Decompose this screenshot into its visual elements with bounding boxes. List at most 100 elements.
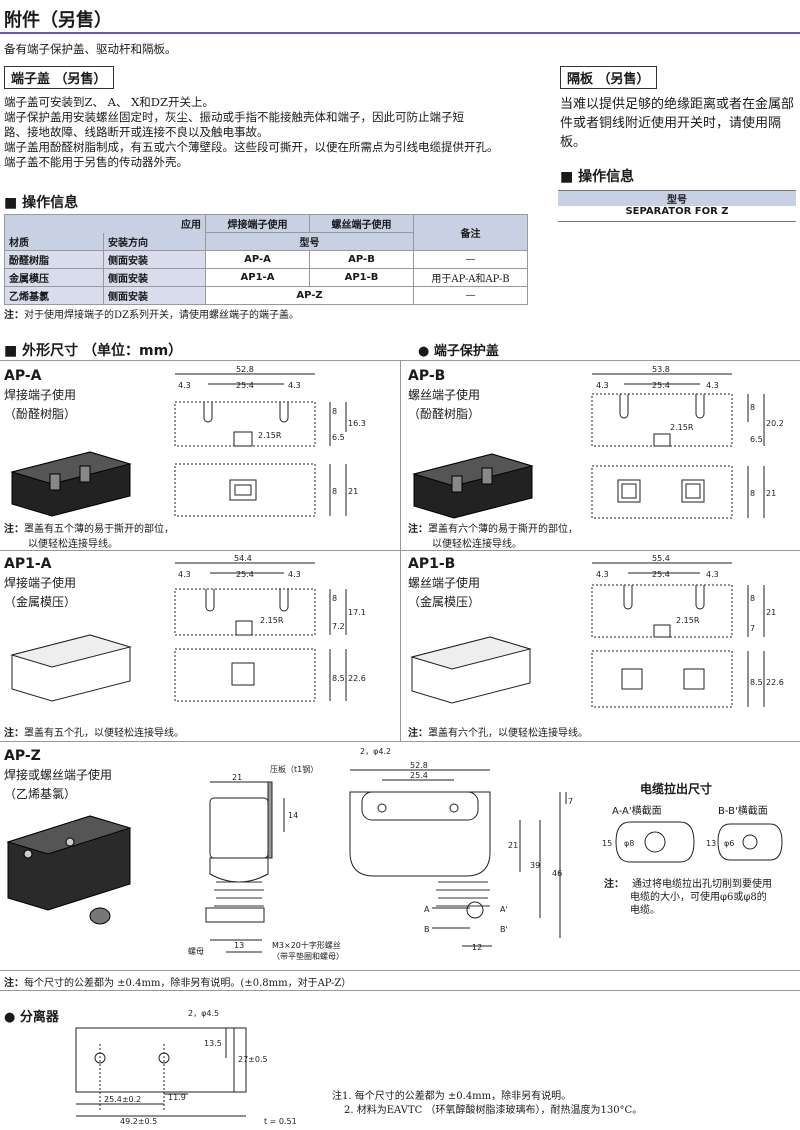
svg-text:4.3: 4.3	[178, 381, 191, 390]
svg-text:14: 14	[288, 811, 298, 820]
svg-text:螺母: 螺母	[188, 946, 204, 956]
separator-drawing-label: ● 分离器	[4, 1010, 59, 1025]
svg-text:8: 8	[750, 489, 755, 498]
th-apply: 应用	[4, 214, 206, 233]
cell-solder: AP1-A	[205, 268, 310, 287]
ap1-b-desc: 螺丝端子使用（金属模压）	[408, 576, 481, 609]
cell-material: 乙烯基氯	[4, 286, 104, 305]
divider	[400, 361, 401, 741]
sep-note-1: 注1. 每个尺寸的公差都为 ±0.4mm，除非另有说明。	[332, 1091, 572, 1102]
svg-text:11.9: 11.9	[168, 1093, 186, 1102]
model-ap-z: AP-Z	[4, 748, 41, 764]
svg-text:15: 15	[602, 839, 612, 848]
divider	[0, 360, 800, 361]
model-ap-a: AP-A	[4, 368, 42, 384]
svg-text:52.8: 52.8	[410, 761, 428, 770]
svg-text:20.2: 20.2	[766, 419, 784, 428]
th-solder: 焊接端子使用	[205, 214, 310, 233]
svg-text:21: 21	[766, 608, 776, 617]
svg-text:16.3: 16.3	[348, 419, 366, 428]
cell-screw: AP1-B	[309, 268, 414, 287]
svg-text:25.4±0.2: 25.4±0.2	[104, 1095, 141, 1104]
table-row: 乙烯基氯 侧面安装 AP-Z —	[4, 286, 528, 305]
sep-line-1: 当难以提供足够的绝缘距离或者在金属部	[560, 97, 795, 112]
svg-text:22.6: 22.6	[348, 674, 366, 683]
svg-text:7: 7	[750, 624, 755, 633]
sep-model-value: SEPARATOR FOR Z	[558, 206, 796, 222]
svg-text:25.4: 25.4	[236, 381, 254, 390]
ap-b-desc: 螺丝端子使用（酚醛树脂）	[408, 388, 481, 421]
svg-text:17.1: 17.1	[348, 608, 366, 617]
divider	[0, 990, 800, 991]
cell-solder: AP-A	[205, 250, 310, 269]
th-screw: 螺丝端子使用	[309, 214, 414, 233]
svg-text:21: 21	[508, 841, 518, 850]
svg-text:4.3: 4.3	[288, 381, 301, 390]
svg-text:25.4: 25.4	[652, 381, 670, 390]
cell-material: 金属模压	[4, 268, 104, 287]
divider	[0, 550, 800, 551]
svg-text:t = 0.51: t = 0.51	[264, 1117, 297, 1125]
separator-drawing: 2，φ4.5 13.5 27±0.5 25.4±0.2 11.9 49.2±0.…	[75, 1009, 297, 1125]
svg-text:2.15R: 2.15R	[260, 616, 284, 625]
ap-z-drawing: 21 压板（t1钢） 14 13 螺母 M3×20十字形螺丝 （带平垫圈和螺母）…	[6, 747, 573, 961]
th-note: 备注	[413, 214, 528, 251]
svg-text:55.4: 55.4	[652, 554, 670, 563]
svg-text:4.3: 4.3	[178, 570, 191, 579]
svg-text:21: 21	[766, 489, 776, 498]
tc-line-1: 端子盖可安装到Z、 A、 X和DZ开关上。	[4, 95, 215, 109]
cell-note: 用于AP-A和AP-B	[413, 268, 528, 287]
svg-text:8: 8	[332, 407, 337, 416]
ap1-a-desc: 焊接端子使用（金属模压）	[4, 576, 77, 609]
th-material: 材质	[4, 232, 104, 251]
svg-text:4.3: 4.3	[706, 570, 719, 579]
svg-text:B: B	[424, 925, 430, 934]
tc-line-4: 端子盖用酚醛树脂制成，有五或六个薄壁段。这些段可撕开，以便在所需点为引线电缆提供…	[4, 140, 499, 154]
svg-text:压板（t1钢）: 压板（t1钢）	[270, 764, 318, 774]
sep-line-3: 板。	[560, 135, 587, 150]
tc-line-5: 端子盖不能用于另售的传动器外壳。	[4, 155, 188, 169]
sep-model-header: 型号	[558, 190, 796, 206]
table-note: 注：对于使用焊接端子的DZ系列开关，请使用螺丝端子的端子盖。	[4, 310, 299, 321]
cable-note: 注：通过将电缆拉出孔切削到要使用 电缆的大小，可使用φ6或φ8的 电缆。	[604, 879, 772, 916]
svg-text:25.4: 25.4	[652, 570, 670, 579]
cable-sections: 15 φ8 13 φ6	[602, 821, 783, 863]
ap-a-drawing: 52.8 25.4 4.3 4.3 8 16.3 6.5 2.15R 8 21	[10, 365, 366, 517]
cable-bb: B-B'横截面	[718, 806, 768, 817]
separator-text: 当难以提供足够的绝缘距离或者在金属部 件或者铜线附近使用开关时，请使用隔 板。	[560, 95, 794, 152]
svg-text:6.5: 6.5	[750, 435, 763, 444]
svg-text:25.4: 25.4	[236, 570, 254, 579]
svg-text:2.15R: 2.15R	[676, 616, 700, 625]
tc-line-2: 端子保护盖用安装螺丝固定时，灰尘、振动或手指不能接触壳体和端子，因此可防止端子短	[4, 110, 464, 124]
svg-text:A': A'	[500, 905, 508, 914]
title-underline	[0, 32, 800, 34]
spec-table: 应用 焊接端子使用 螺丝端子使用 备注 材质 安装方向 型号 酚醛树脂 侧面安装…	[4, 214, 528, 305]
svg-text:4.3: 4.3	[288, 570, 301, 579]
svg-text:46: 46	[552, 869, 562, 878]
cell-mount: 侧面安装	[103, 268, 206, 287]
sep-op-info-heading: ■ 操作信息	[560, 169, 635, 185]
model-ap1-a: AP1-A	[4, 556, 52, 572]
separator-heading: 隔板 （另售）	[560, 66, 657, 89]
cell-both: AP-Z	[205, 286, 414, 305]
svg-text:8: 8	[332, 594, 337, 603]
sep-note-2: 2. 材料为EAVTC （环氧醇酸树脂漆玻璃布），耐热温度为130°C。	[344, 1105, 643, 1116]
cell-note: —	[413, 286, 528, 305]
svg-text:25.4: 25.4	[410, 771, 428, 780]
svg-text:12: 12	[472, 943, 482, 952]
table-row: 金属模压 侧面安装 AP1-A AP1-B 用于AP-A和AP-B	[4, 268, 528, 287]
sep-line-2: 件或者铜线附近使用开关时，请使用隔	[560, 116, 782, 131]
divider	[0, 741, 800, 742]
svg-text:6.5: 6.5	[332, 433, 345, 442]
protect-cover-label: ● 端子保护盖	[418, 344, 499, 359]
cover-sketch	[10, 451, 132, 517]
cell-mount: 侧面安装	[103, 286, 206, 305]
svg-text:A: A	[424, 905, 430, 914]
svg-text:13.5: 13.5	[204, 1039, 222, 1048]
cell-mount: 侧面安装	[103, 250, 206, 269]
table-row: 酚醛树脂 侧面安装 AP-A AP-B —	[4, 250, 528, 269]
svg-text:39: 39	[530, 861, 540, 870]
svg-text:8: 8	[332, 487, 337, 496]
svg-text:4.3: 4.3	[596, 381, 609, 390]
tolerance-note: 注：每个尺寸的公差都为 ±0.4mm，除非另有说明。(±0.8mm，对于AP-Z…	[4, 978, 352, 989]
